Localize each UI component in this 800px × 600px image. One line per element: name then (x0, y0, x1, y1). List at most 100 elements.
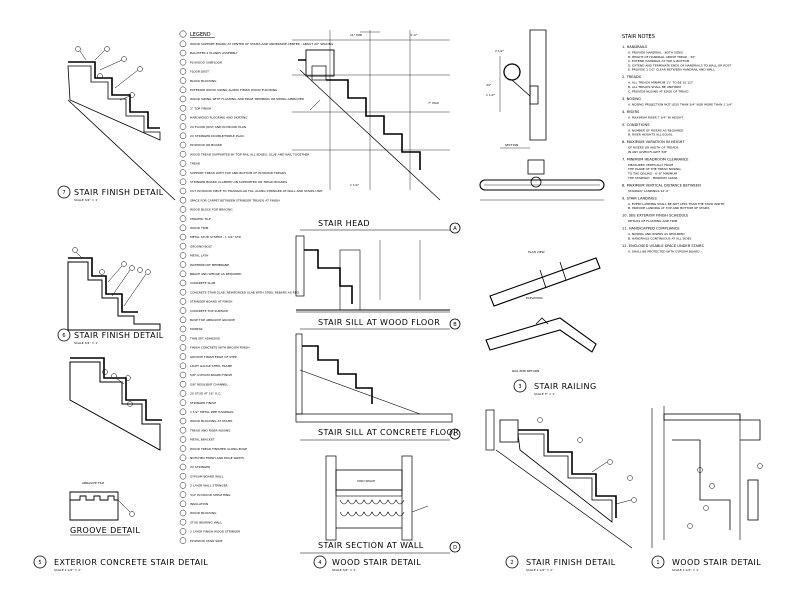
legend-bubble (179, 408, 187, 416)
section-letter-bubble (449, 541, 461, 553)
legend-bubble (179, 417, 187, 425)
leader-bubbles (102, 369, 133, 407)
detail-5-title-block: 5 EXTERIOR CONCRETE STAIR DETAIL SCALE 1… (33, 555, 208, 572)
legend-bubble (179, 233, 187, 241)
legend-item: MORTAR (190, 327, 203, 331)
note-line: STAIRWAY LANDINGS 12'-0" (628, 189, 670, 193)
legend-item: CONCRETE TOP SURFACE (190, 309, 228, 313)
legend-item: BASE TILE ABRASIVE GROOVE (190, 318, 235, 322)
note-line: A. ALL TREADS MINIMUM 11" TO BE 10 1/2" (628, 81, 694, 85)
concrete-stair-section (69, 361, 161, 451)
detail-number-bubble (57, 328, 71, 342)
note-heading: 7. MINIMUM HEADROOM CLEARANCE (622, 157, 689, 161)
legend-item: GROOVE FINISH EDGE OF STEP (190, 355, 237, 359)
legend-item: METAL BRACKET (190, 438, 215, 442)
legend-bubble (179, 298, 187, 305)
leader-bubbles (75, 46, 143, 101)
section-title: STAIR SECTION AT WALL (318, 541, 424, 550)
legend-item: 2" TOP FINISH (190, 106, 211, 110)
section-title: STAIR SILL AT WOOD FLOOR (318, 318, 440, 327)
note-line: B. PROVIDE LANDING AT TOP AND BOTTOM OF … (628, 206, 710, 210)
legend-bubble (179, 123, 187, 130)
detail-2-stair-finish: 2 STAIR FINISH DETAIL SCALE 1 1/2" = 1' (485, 409, 637, 572)
legend-bubble (179, 454, 187, 462)
legend-item: NOTCHED FINISH AND EDGE SKIRTS (190, 456, 244, 460)
legend-bubble (179, 178, 187, 186)
dim-width: 3'-0" (410, 33, 418, 37)
legend-item: WOOD TRIM (190, 226, 209, 230)
legend-item: CERAMIC TILE (190, 217, 211, 221)
rail-end-return-label: RAIL END RETURN (512, 369, 539, 373)
legend-item: LIGHT GAUGE STEEL FRAME (190, 364, 232, 368)
note-line: THE STAIRWAY - MINIMUM CLEAR (627, 176, 678, 180)
legend-bubble (179, 206, 187, 213)
note-heading: 12. ENCLOSED USABLE SPACE UNDER STAIRS (622, 244, 705, 248)
legend-bubble (179, 537, 187, 544)
legend-bubble (179, 49, 187, 57)
legend: LEGEND WOOD SUPPORT BOARD AT CENTER OF S… (179, 30, 334, 544)
legend-item: 3/4" PLYWOOD SHEATHING (190, 493, 231, 497)
legend-bubble (179, 362, 187, 370)
section-title: STAIR HEAD (318, 219, 370, 228)
legend-item: SPACE FOR CARPET BETWEEN STRINGER TREADS… (190, 198, 280, 202)
note-heading: 4. RISERS (622, 110, 640, 114)
legend-bubble (179, 150, 187, 158)
stair-profile (298, 59, 421, 170)
detail-number-bubble (651, 555, 665, 569)
note-line: C. PROVIDE NOSING AT EDGE OF TREAD (628, 89, 689, 93)
legend-item: WOOD BLOCKING AT STAIRS (190, 419, 233, 423)
note-heading: 2. TREADS (622, 75, 642, 79)
legend-item: CONCRETE SLAB (190, 281, 215, 285)
legend-bubble (179, 77, 187, 84)
stair-profile (518, 429, 617, 518)
note-line: B. HEIGHT OF HANDRAIL ABOVE TREAD - 34" (628, 55, 696, 59)
detail-number-bubble (57, 185, 71, 199)
legend-bubble (179, 344, 187, 351)
legend-bubble (179, 114, 187, 121)
legend-bubble (179, 390, 187, 397)
legend-bubble (179, 169, 187, 176)
legend-bubble (179, 279, 187, 287)
legend-bubble (179, 270, 187, 278)
note-line: B. ALL TREADS SHALL BE UNIFORM (628, 85, 681, 89)
legend-bubble (179, 68, 187, 75)
note-heading: 5. CONDITIONS (622, 123, 650, 127)
note-line: A. EVERY LANDING SHALL BE NOT LESS THAN … (628, 202, 724, 206)
legend-item: THIN SET ADHESIVE (189, 336, 220, 340)
note-line: TO THE CEILING - 6'-8" MINIMUM (627, 172, 678, 176)
legend-bubble (179, 86, 187, 94)
legend-bubble (179, 58, 187, 66)
section-letter-bubble (449, 318, 461, 330)
legend-item: GYPSUM BOARD WALL (190, 474, 224, 478)
dim-height: 34" (486, 83, 492, 87)
legend-bubble (179, 445, 187, 452)
detail-scale: SCALE 3/4" = 1' (332, 568, 356, 572)
detail-title: STAIR FINISH DETAIL (74, 188, 164, 197)
legend-item: 2 LAYER FINISH WOOD STRINGER (190, 530, 240, 534)
detail-number-bubble (313, 555, 327, 569)
note-line: D. EXTEND AND TERMINATE ENDS OF HANDRAIL… (628, 63, 731, 67)
section-a-stair-head: A STAIR HEAD (292, 30, 461, 234)
legend-item: HARDWOOD FLOORING AND SKIRTING (190, 116, 248, 120)
note-line: THE PLANE OF THE TREAD NOSING (627, 167, 681, 171)
legend-bubble (179, 482, 187, 489)
detail-scale: SCALE 3/4" = 1' (74, 341, 98, 345)
leader-bubbles (72, 247, 151, 307)
leader-bubbles (537, 417, 637, 505)
dimension-labels: 7" MAX 11" MIN 3'-0" 1 1/4" 34" (350, 33, 492, 187)
detail-scale: SCALE 3" = 1' (534, 392, 555, 396)
legend-bubble (179, 380, 187, 388)
legend-item: 2 LAYER WALL STRINGER (190, 484, 228, 488)
note-heading: 6. MAXIMUM VARIATION IN HEIGHT (622, 140, 685, 144)
legend-bubble (179, 472, 187, 480)
legend-item: 5/8" RESILIENT CHANNEL (190, 382, 228, 386)
legend-bubble (179, 187, 187, 195)
detail-number-bubble (505, 555, 519, 569)
note-line: A. NOSING PROJECTION NOT LESS THAN 3/4" … (628, 102, 733, 106)
legend-item: STRINGER BOARD CLAMPED ON SUPPORTED OR T… (190, 180, 287, 184)
note-line: MEASURED VERTICALLY FROM (628, 163, 673, 167)
legend-bubble (179, 288, 187, 296)
note-line: A. NUMBER OF RISERS AS REQUIRED (628, 128, 684, 132)
